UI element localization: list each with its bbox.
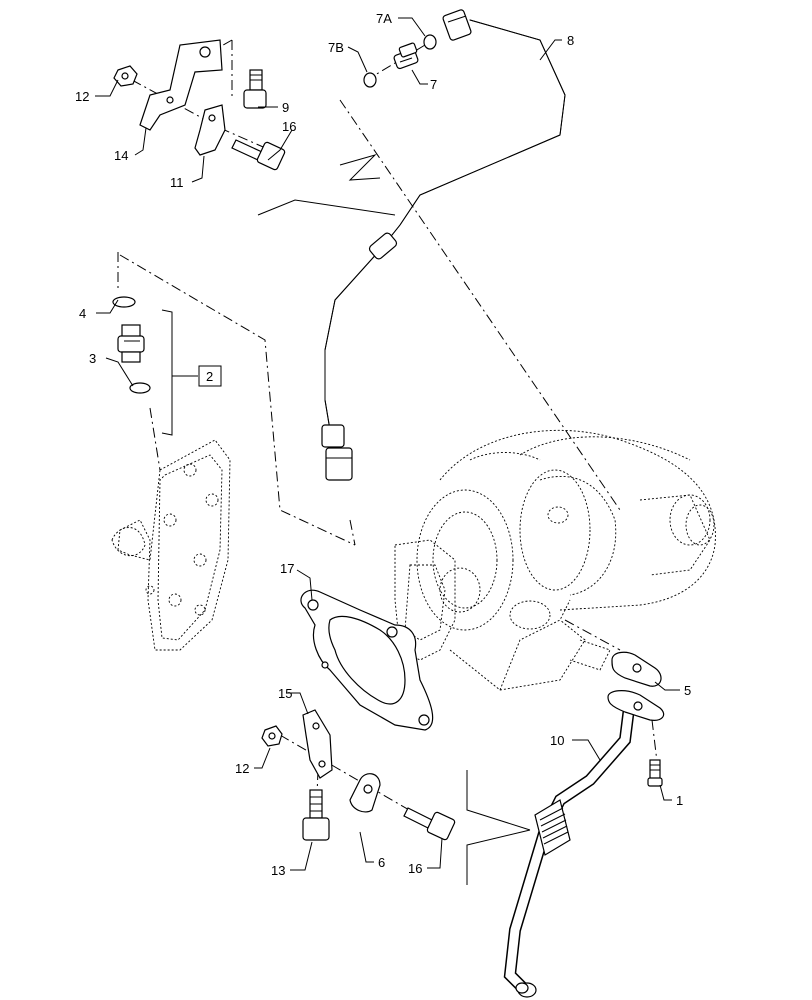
oil-drain-pipe [503,690,665,998]
callout-11: 11 [170,175,184,190]
bolt-13 [302,789,330,841]
gasket-17 [300,589,434,731]
bolt-1 [647,759,663,787]
turbocharger [394,429,716,691]
callout-12-bottom: 12 [235,761,249,776]
bolt-9 [243,69,267,109]
callout-9: 9 [282,100,289,115]
callout-13: 13 [271,863,285,878]
clip-11 [194,104,226,156]
bracket-14 [139,39,223,131]
callout-7: 7 [430,77,437,92]
adapter-2 [117,324,145,363]
bolt-16-bottom [403,807,456,841]
callout-15: 15 [278,686,292,701]
bracket-15 [302,709,333,779]
callout-8: 8 [567,33,574,48]
o-ring-3 [129,382,151,394]
callout-1: 1 [676,793,683,808]
nut-12-bottom [261,725,283,747]
oil-filter-housing [111,439,231,651]
nut-12-top [113,65,138,87]
leader-lines [95,17,680,871]
callout-2: 2 [206,369,213,384]
oil-feed-pipe [321,9,566,481]
callout-16-top: 16 [282,119,296,134]
callout-16-bottom: 16 [408,861,422,876]
section-break-marks [257,153,531,885]
o-ring-7b [363,72,377,88]
callout-3: 3 [89,351,96,366]
callout-7a: 7A [376,11,392,26]
callout-17: 17 [280,561,294,576]
callout-7b: 7B [328,40,344,55]
o-ring-7a [423,34,437,50]
callout-4: 4 [79,306,86,321]
clip-6 [349,773,381,813]
gasket-5 [611,651,662,687]
callout-box-2 [198,365,222,387]
callout-5: 5 [684,683,691,698]
callout-12-top: 12 [75,89,89,104]
callout-labels: 12 14 11 9 16 7B 7A 7 8 4 3 2 17 5 10 1 … [75,11,691,878]
bolt-16-top [231,139,286,171]
callout-10: 10 [550,733,564,748]
o-ring-4 [112,296,136,308]
callout-6: 6 [378,855,385,870]
callout-14: 14 [114,148,128,163]
adapter-fitting-7 [393,42,419,70]
